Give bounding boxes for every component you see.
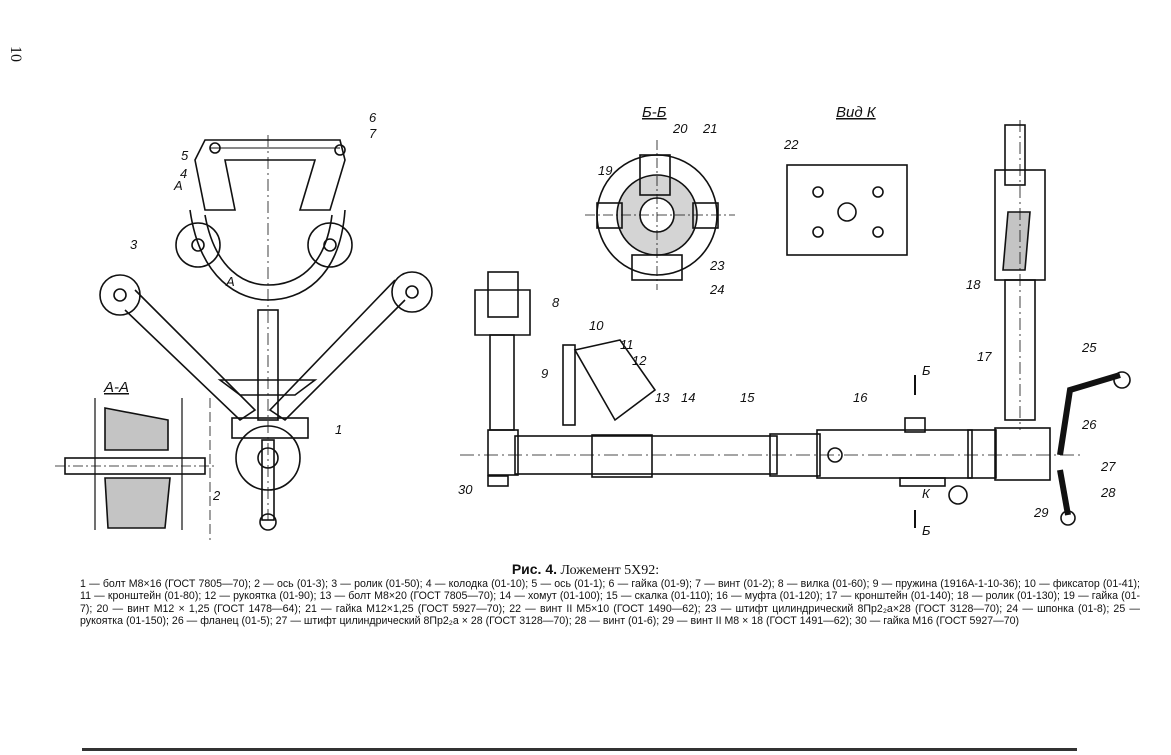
callout-29: 29 <box>1033 505 1048 520</box>
cut-mark-a-bottom: А <box>225 274 235 289</box>
callout-28: 28 <box>1100 485 1116 500</box>
cut-mark-b-bottom: Б <box>922 523 931 538</box>
callout-11: 11 <box>620 337 634 352</box>
callout-13: 13 <box>655 390 670 405</box>
callout-8: 8 <box>552 295 560 310</box>
view-k <box>786 164 908 256</box>
roller-right <box>307 222 353 268</box>
callout-24: 24 <box>709 282 724 297</box>
callout-20: 20 <box>672 121 688 136</box>
parts-legend: 1 — болт М8×16 (ГОСТ 7805—70); 2 — ось (… <box>80 578 1140 628</box>
callout-21: 21 <box>702 121 717 136</box>
cut-mark-a-top: А <box>173 178 183 193</box>
callout-10: 10 <box>589 318 604 333</box>
bottom-rule <box>82 748 1077 751</box>
callout-4: 4 <box>180 166 187 181</box>
caption-title: Ложемент 5Х92: <box>560 563 660 578</box>
callout-5: 5 <box>181 148 189 163</box>
callout-25: 25 <box>1081 340 1097 355</box>
cut-mark-k: К <box>922 486 931 501</box>
callout-27: 27 <box>1100 459 1116 474</box>
callout-15: 15 <box>740 390 755 405</box>
callout-14: 14 <box>681 390 695 405</box>
callout-3: 3 <box>130 237 138 252</box>
coupling <box>816 429 973 479</box>
callout-30: 30 <box>458 482 473 497</box>
label-section-aa: А-А <box>103 379 129 396</box>
callout-9: 9 <box>541 366 548 381</box>
label-view-k: Вид К <box>836 104 877 121</box>
callout-17: 17 <box>977 349 992 364</box>
callout-23: 23 <box>709 258 725 273</box>
callout-16: 16 <box>853 390 868 405</box>
callout-18: 18 <box>966 277 981 292</box>
label-section-bb: Б-Б <box>642 104 667 121</box>
callout-1: 1 <box>335 422 342 437</box>
left-assembly-view <box>99 135 433 531</box>
callout-2: 2 <box>212 488 221 503</box>
cut-mark-b-top: Б <box>922 363 931 378</box>
section-aa-view <box>55 398 215 540</box>
section-bb-view <box>585 140 735 290</box>
callout-7: 7 <box>369 126 377 141</box>
figure-caption: Рис. 4. Ложемент 5Х92: <box>0 561 1171 579</box>
callout-12: 12 <box>632 353 647 368</box>
callout-6: 6 <box>369 110 377 125</box>
right-assembly-view <box>460 120 1131 528</box>
callout-22: 22 <box>783 137 799 152</box>
roller-left <box>175 222 221 268</box>
base-plate <box>235 425 301 491</box>
callout-19: 19 <box>598 163 612 178</box>
technical-drawing: А-А Б-Б Вид К А А Б Б К 1 2 3 4 5 6 7 8 … <box>55 104 1131 540</box>
callout-26: 26 <box>1081 417 1097 432</box>
caption-prefix: Рис. 4. <box>511 561 557 577</box>
